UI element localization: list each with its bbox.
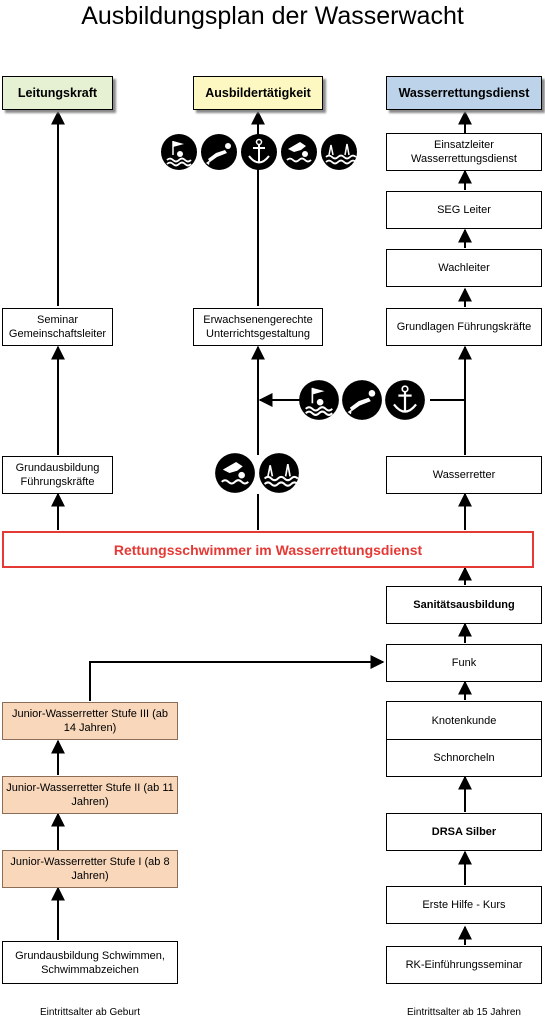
box-rk-einfuehrungsseminar: RK-Einführungsseminar — [386, 946, 542, 984]
box-wasserretter: Wasserretter — [386, 456, 542, 494]
box-wachleiter: Wachleiter — [386, 249, 542, 287]
head-wasserrettungsdienst: Wasserrettungsdienst — [386, 76, 542, 110]
swimmer-icon — [281, 134, 317, 170]
waves-icon — [259, 453, 299, 493]
box-grundausbildung-schwimmen: Grundausbildung Schwimmen, Schwimmabzeic… — [2, 941, 178, 984]
box-grundausbildung-fuehrungskraefte: Grundausbildung Führungskräfte — [2, 456, 113, 494]
swimmer-icon — [215, 453, 255, 493]
footer-left: Eintrittsalter ab Geburt — [39, 1007, 141, 1018]
box-junior-wasserretter-1: Junior-Wasserretter Stufe I (ab 8 Jahren… — [2, 850, 178, 888]
head-ausbildertaetigkeit: Ausbildertätigkeit — [193, 76, 323, 110]
head-leitungskraft: Leitungskraft — [2, 76, 113, 110]
box-erwachsenengerechte-unterrichtsgestaltung: Erwachsenengerechte Unterrichtsgestaltun… — [193, 308, 323, 346]
diver-icon — [342, 380, 382, 420]
rescue-swimmer-icon — [299, 380, 339, 420]
banner-rettungsschwimmer: Rettungsschwimmer im Wasserrettungsdiens… — [2, 531, 534, 568]
box-knotenkunde: Knotenkunde — [386, 701, 542, 739]
box-junior-wasserretter-3: Junior-Wasserretter Stufe III (ab 14 Jah… — [2, 702, 178, 740]
box-drsa-silber: DRSA Silber — [386, 813, 542, 851]
anchor-icon — [241, 134, 277, 170]
page-title: Ausbildungsplan der Wasserwacht — [81, 2, 464, 30]
box-einsatzleiter: Einsatzleiter Wasserrettungsdienst — [386, 133, 542, 171]
waves-icon — [321, 134, 357, 170]
box-seg-leiter: SEG Leiter — [386, 191, 542, 229]
rescue-swimmer-icon — [161, 134, 197, 170]
box-schnorcheln: Schnorcheln — [386, 739, 542, 777]
footer-right: Eintrittsalter ab 15 Jahren — [407, 1007, 521, 1018]
box-funk: Funk — [386, 644, 542, 682]
anchor-icon — [385, 380, 425, 420]
box-erste-hilfe: Erste Hilfe - Kurs — [386, 886, 542, 924]
box-junior-wasserretter-2: Junior-Wasserretter Stufe II (ab 11 Jahr… — [2, 776, 178, 814]
box-grundlagen-fuehrungskraefte: Grundlagen Führungskräfte — [386, 308, 542, 346]
box-seminar-gemeinschaftsleiter: Seminar Gemeinschaftsleiter — [2, 308, 113, 346]
diver-icon — [201, 134, 237, 170]
box-sanitaetsausbildung: Sanitätsausbildung — [386, 586, 542, 624]
